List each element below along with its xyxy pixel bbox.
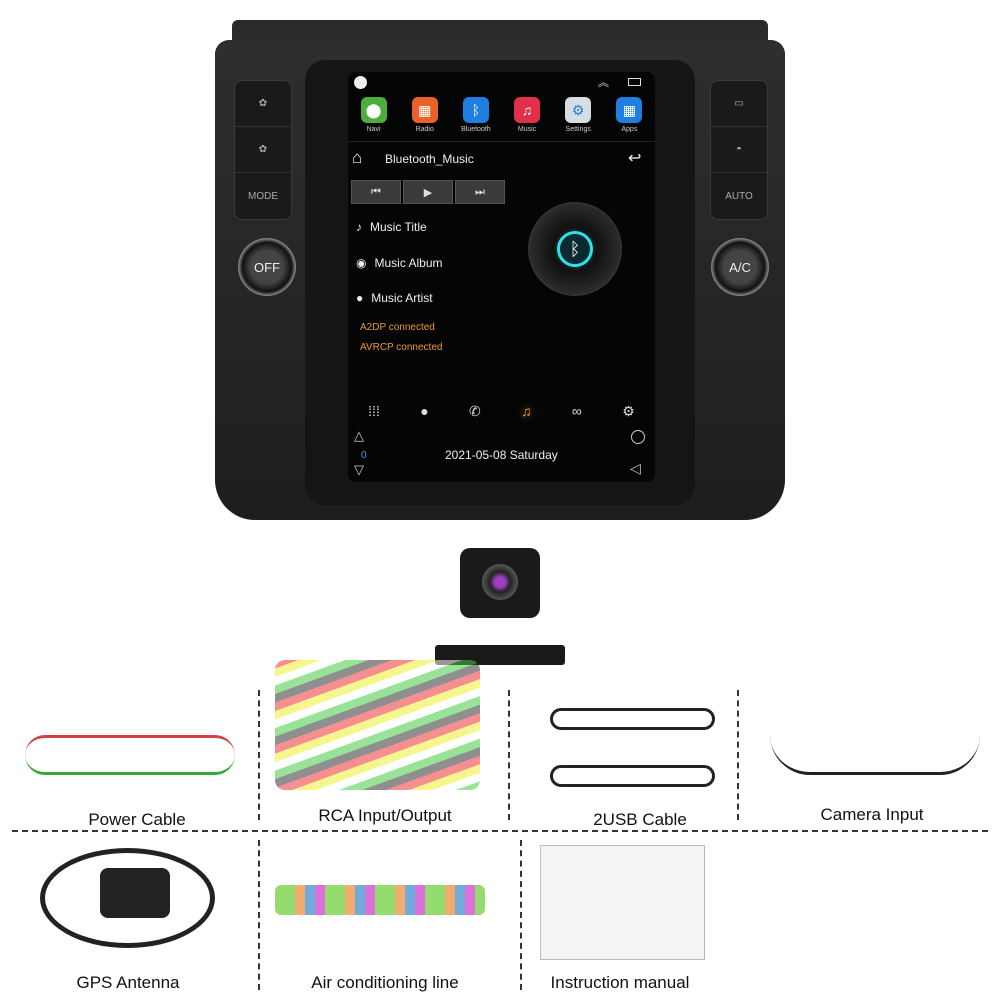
app-apps[interactable]: ▦ Apps xyxy=(609,94,649,141)
app-label: Navi xyxy=(366,126,381,133)
right-button-panel: ▭ ◓ AUTO xyxy=(710,80,768,220)
off-knob[interactable]: OFF xyxy=(238,238,296,296)
front-defrost-button[interactable]: ◓ xyxy=(711,127,767,173)
link-icon[interactable]: ∞ xyxy=(571,403,582,419)
call-log-icon[interactable]: ✆ xyxy=(469,402,481,419)
music-artist: Music Artist xyxy=(371,291,433,305)
volume-level: 0 xyxy=(361,450,367,461)
fan-up-button[interactable]: ✿ xyxy=(235,81,291,127)
knob-label: A/C xyxy=(729,259,751,275)
vinyl-disc-graphic: ᛒ xyxy=(530,204,620,294)
music-title: Music Title xyxy=(370,220,427,234)
home-icon[interactable]: ⌂ xyxy=(352,148,363,167)
music-title-row: ♪ Music Title xyxy=(356,220,427,234)
power-cable-image xyxy=(25,735,235,775)
label-instruction-manual: Instruction manual xyxy=(550,973,690,992)
app-music[interactable]: ♫ Music xyxy=(507,94,547,141)
note-icon: ♪ xyxy=(356,220,362,234)
gear-icon: ⚙ xyxy=(565,97,592,123)
mode-button[interactable]: MODE xyxy=(248,190,278,202)
rca-cable-image xyxy=(275,660,480,790)
map-pin-icon: ⬤ xyxy=(360,97,387,123)
app-navi[interactable]: ⬤ Navi xyxy=(354,94,394,141)
minus-icon[interactable] xyxy=(354,76,367,89)
back-icon[interactable]: ↩ xyxy=(628,150,642,167)
previous-button[interactable]: ⏮ xyxy=(351,180,401,204)
bluetooth-icon: ᛒ xyxy=(557,231,593,267)
label-gps-antenna: GPS Antenna xyxy=(76,973,180,992)
touchscreen: ︽ ⬤ Navi ▦ Radio ᛒ Bluetooth ♫ Music ⚙ Settin… xyxy=(348,72,655,482)
ac-line-image xyxy=(275,885,485,915)
play-button[interactable]: ▶ xyxy=(403,180,453,204)
rear-defrost-button[interactable]: ▭ xyxy=(711,81,767,127)
gps-antenna-cable-image xyxy=(40,848,215,948)
chevron-up-icon[interactable]: ︽ xyxy=(598,77,609,89)
divider xyxy=(258,840,260,990)
usb-cable-image-2 xyxy=(550,765,715,787)
app-radio[interactable]: ▦ Radio xyxy=(405,94,445,141)
usb-cable-image-1 xyxy=(550,708,715,730)
divider xyxy=(508,690,510,820)
app-label: Radio xyxy=(415,126,434,133)
app-label: Settings xyxy=(565,126,591,133)
label-power-cable: Power Cable xyxy=(88,810,186,829)
avrcp-status: AVRCP connected xyxy=(360,342,443,353)
divider xyxy=(520,840,522,990)
app-bar: ⬤ Navi ▦ Radio ᛒ Bluetooth ♫ Music ⚙ Settings… xyxy=(348,94,655,142)
knob-label: OFF xyxy=(254,259,280,275)
contacts-icon[interactable]: ● xyxy=(420,403,429,419)
app-label: Apps xyxy=(621,126,638,133)
recent-apps-icon[interactable] xyxy=(628,78,641,86)
fan-down-button[interactable]: ✿ xyxy=(235,127,291,173)
ac-knob[interactable]: A/C xyxy=(711,238,769,296)
volume-down-icon[interactable]: ▽ xyxy=(354,462,364,477)
app-bluetooth[interactable]: ᛒ Bluetooth xyxy=(456,94,496,141)
divider xyxy=(258,690,260,820)
instruction-manual-image xyxy=(540,845,705,960)
divider xyxy=(737,690,739,820)
dialpad-icon[interactable]: ⁞⁞⁞ xyxy=(368,403,380,419)
grid-icon: ▦ xyxy=(616,97,643,123)
camera-input-cable-image xyxy=(770,735,980,775)
next-button[interactable]: ⏭ xyxy=(455,180,505,204)
music-album-row: ◉ Music Album xyxy=(356,256,443,270)
bluetooth-icon: ᛒ xyxy=(462,97,489,123)
auto-button[interactable]: AUTO xyxy=(725,190,753,202)
music-album: Music Album xyxy=(374,256,443,270)
settings-icon[interactable]: ⚙ xyxy=(622,402,635,419)
date-display: 2021-05-08 Saturday xyxy=(445,448,558,462)
playback-controls: ⏮ ▶ ⏭ xyxy=(351,180,505,204)
a2dp-status: A2DP connected xyxy=(360,322,435,333)
radio-icon: ▦ xyxy=(411,97,438,123)
home-circle-icon[interactable] xyxy=(631,430,645,444)
disc-icon: ◉ xyxy=(356,256,367,270)
page-title: Bluetooth_Music xyxy=(385,152,474,166)
label-usb-cable: 2USB Cable xyxy=(593,810,687,829)
label-camera-input: Camera Input xyxy=(820,805,924,824)
label-rca: RCA Input/Output xyxy=(318,806,452,825)
gps-antenna-image xyxy=(100,868,170,918)
camera-lens xyxy=(482,564,518,600)
app-label: Music xyxy=(517,126,537,133)
divider xyxy=(12,830,988,832)
left-button-panel: ✿ ✿ MODE xyxy=(234,80,292,220)
bottom-nav: ⁞⁞⁞ ● ✆ ♫ ∞ ⚙ xyxy=(348,397,655,425)
person-icon: ● xyxy=(356,291,364,305)
music-artist-row: ● Music Artist xyxy=(356,291,433,305)
app-settings[interactable]: ⚙ Settings xyxy=(558,94,598,141)
back-triangle-icon[interactable]: ◁ xyxy=(630,460,641,476)
music-icon[interactable]: ♫ xyxy=(521,403,532,419)
music-icon: ♫ xyxy=(514,97,541,123)
label-ac-line: Air conditioning line xyxy=(311,973,459,992)
app-label: Bluetooth xyxy=(461,126,491,133)
volume-up-icon[interactable]: △ xyxy=(354,428,364,443)
backup-camera xyxy=(460,548,540,618)
